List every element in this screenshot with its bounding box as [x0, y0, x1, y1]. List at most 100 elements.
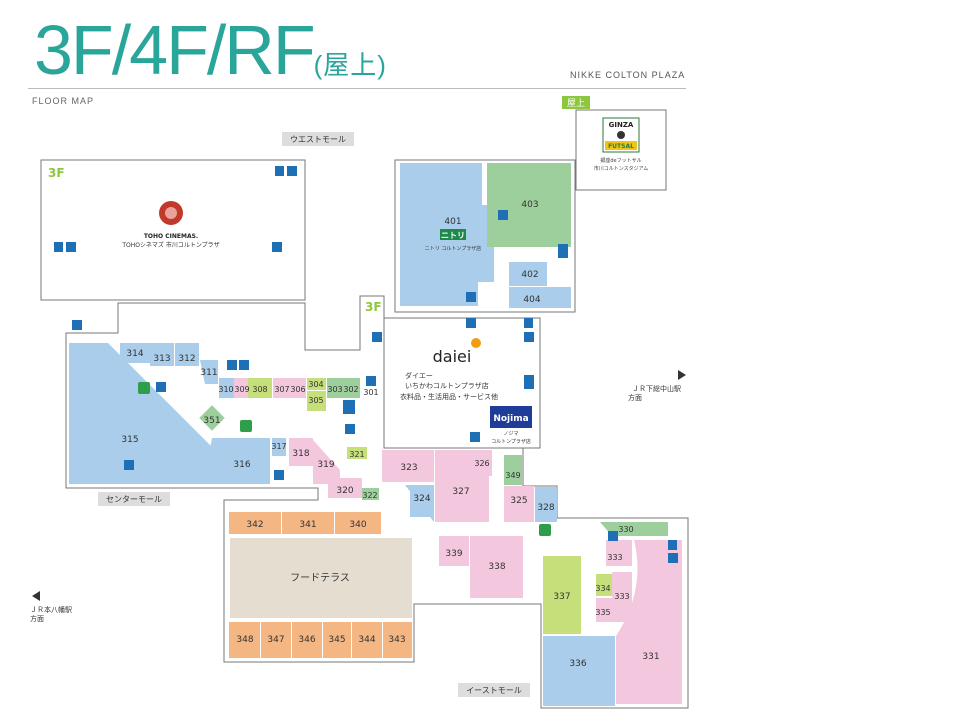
room-346[interactable] [292, 622, 322, 658]
label-333a: 333 [607, 553, 622, 562]
west-direction-1: ＪＲ本八幡駅 [30, 605, 72, 614]
room-316[interactable] [210, 438, 270, 484]
room-334[interactable] [596, 574, 612, 596]
label-335: 335 [595, 608, 610, 617]
room-314[interactable] [120, 343, 150, 363]
room-340[interactable] [335, 512, 381, 534]
label-312: 312 [178, 354, 195, 364]
room-320[interactable] [328, 478, 362, 498]
room-403[interactable] [487, 163, 571, 247]
room-326[interactable] [472, 450, 492, 476]
label-334: 334 [595, 584, 610, 593]
label-301: 301 [363, 388, 378, 397]
room-339[interactable] [439, 536, 469, 566]
rooftop-area: 屋上 GINZA FUTSAL 銀座deフットサル 市川コルトンスタジアム [562, 96, 667, 191]
room-351[interactable] [199, 405, 225, 431]
label-306: 306 [290, 385, 305, 394]
facility-icons [54, 166, 678, 563]
daiei-line-3: 衣料品・生活用品・サービス他 [400, 392, 498, 401]
room-311[interactable] [200, 360, 218, 384]
escalator-icon [608, 531, 618, 541]
east-mall-label: イーストモール [466, 686, 522, 695]
label-316: 316 [233, 460, 250, 470]
room-402[interactable] [509, 262, 547, 286]
page-title: 3F/4F/RF(屋上) [34, 10, 387, 105]
futsal-logo-text-1: GINZA [609, 121, 634, 129]
room-336[interactable] [543, 636, 615, 706]
west-direction-2: 方面 [30, 614, 44, 623]
daiei-line-1: ダイエー [405, 371, 433, 380]
room-335[interactable] [596, 598, 612, 622]
room-328[interactable] [535, 487, 557, 522]
room-301[interactable] [361, 382, 381, 400]
accessible-toilet-icon [54, 242, 63, 252]
nitori-logo [440, 229, 466, 240]
label-345: 345 [328, 635, 345, 645]
escalator-icon [372, 332, 382, 342]
room-304[interactable] [307, 378, 326, 390]
label-319: 319 [317, 460, 334, 470]
arrow-right-icon [678, 370, 686, 380]
restroom-icon [524, 332, 534, 342]
label-336: 336 [569, 659, 586, 669]
room-333a[interactable] [606, 540, 632, 566]
room-307[interactable] [273, 378, 290, 398]
room-322[interactable] [362, 488, 379, 500]
room-317[interactable] [272, 438, 286, 456]
room-308[interactable] [248, 378, 272, 398]
food-terrace[interactable] [230, 538, 412, 618]
room-345[interactable] [323, 622, 351, 658]
label-325: 325 [510, 496, 527, 506]
restroom-icon [66, 242, 76, 252]
nojima-logo-text: Nojima [493, 414, 528, 424]
room-319[interactable] [313, 440, 340, 484]
room-348[interactable] [229, 622, 260, 658]
room-318[interactable] [289, 438, 313, 466]
label-320: 320 [336, 486, 353, 496]
label-341: 341 [299, 520, 316, 530]
east-direction-1: ＪＲ下総中山駅 [632, 384, 681, 393]
room-310[interactable] [219, 378, 234, 398]
room-338[interactable] [470, 536, 523, 598]
escalator-icon [466, 318, 476, 328]
room-344[interactable] [352, 622, 382, 658]
room-337[interactable] [543, 556, 581, 634]
room-303[interactable] [327, 378, 343, 398]
room-323[interactable] [382, 450, 434, 482]
label-338: 338 [488, 562, 505, 572]
room-324[interactable] [410, 485, 434, 517]
room-333b[interactable] [612, 572, 632, 622]
room-305[interactable] [307, 391, 326, 411]
room-309[interactable] [234, 378, 248, 398]
floor-label-3f-east: 3F [365, 300, 382, 314]
accessible-toilet-icon [275, 166, 284, 176]
room-341[interactable] [282, 512, 334, 534]
room-347[interactable] [261, 622, 291, 658]
brand-name: NIKKE COLTON PLAZA [570, 70, 686, 80]
label-307: 307 [274, 385, 289, 394]
room-343[interactable] [383, 622, 412, 658]
room-404[interactable] [509, 287, 571, 308]
soccer-ball-icon [617, 131, 625, 139]
room-313[interactable] [150, 343, 174, 366]
restroom-icon [124, 460, 134, 470]
escalator-icon [345, 424, 355, 434]
west-mall-label: ウエストモール [290, 135, 346, 144]
nitori-name: ニトリ コルトンプラザ店 [425, 245, 481, 252]
futsal-name-2: 市川コルトンスタジアム [594, 165, 649, 172]
room-331[interactable] [616, 540, 682, 704]
escalator-icon [466, 292, 476, 302]
room-321[interactable] [347, 447, 367, 459]
room-325[interactable] [504, 486, 534, 522]
room-312[interactable] [175, 343, 199, 366]
nojima-logo [490, 406, 532, 428]
label-317: 317 [271, 442, 286, 451]
room-302[interactable] [343, 378, 360, 398]
label-326: 326 [474, 459, 489, 468]
room-306[interactable] [290, 378, 306, 398]
room-349[interactable] [504, 455, 522, 485]
room-342[interactable] [229, 512, 281, 534]
label-351: 351 [203, 416, 220, 426]
room-315[interactable] [69, 343, 212, 484]
label-337: 337 [553, 592, 570, 602]
